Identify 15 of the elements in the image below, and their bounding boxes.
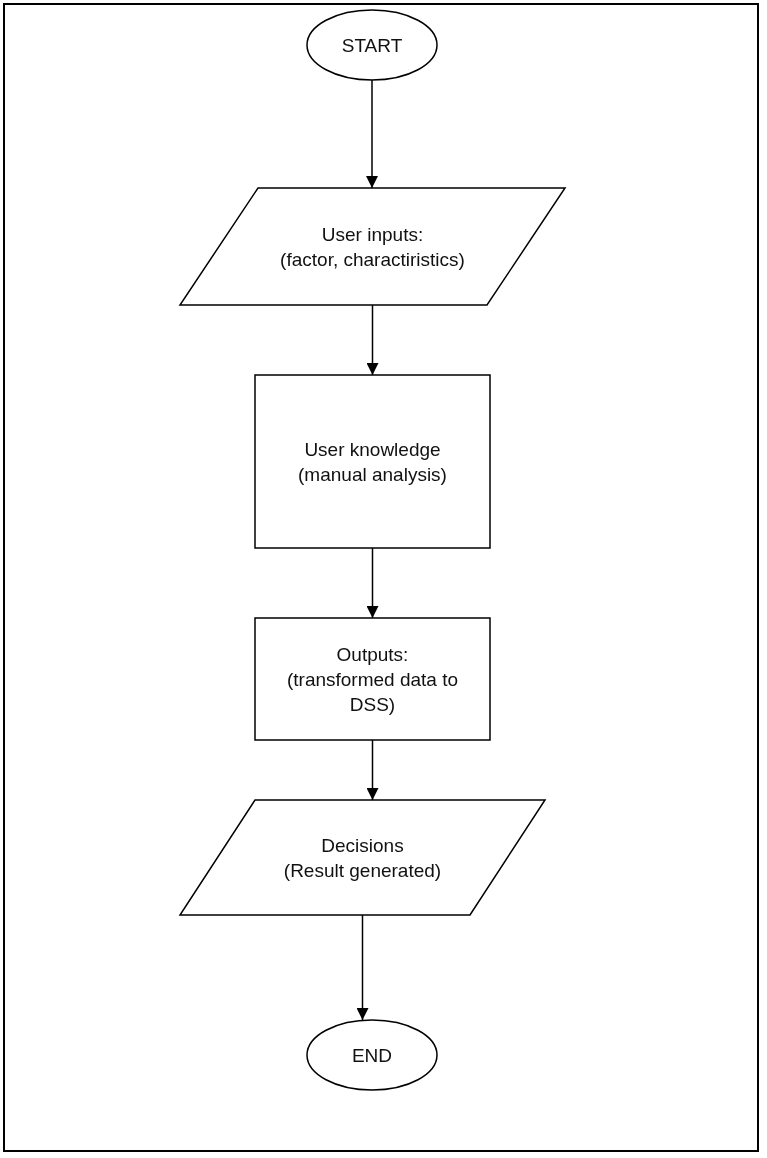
node-text: (factor, charactiristics) (280, 247, 465, 272)
node-title: User inputs: (321, 222, 424, 247)
arrow (366, 739, 379, 801)
arrow (366, 547, 379, 619)
node-title: Decisions (321, 833, 404, 858)
node-text: (manual analysis) (298, 462, 447, 487)
node-title: Outputs: (336, 642, 409, 667)
arrow (356, 914, 369, 1021)
node-text: (transformed data to DSS) (285, 667, 460, 717)
node-text: (Result generated) (283, 858, 442, 883)
node-title: User knowledge (304, 437, 441, 462)
arrow (366, 304, 379, 376)
arrow (366, 79, 378, 189)
node-title: END (351, 1043, 393, 1068)
node-title: START (341, 33, 403, 58)
